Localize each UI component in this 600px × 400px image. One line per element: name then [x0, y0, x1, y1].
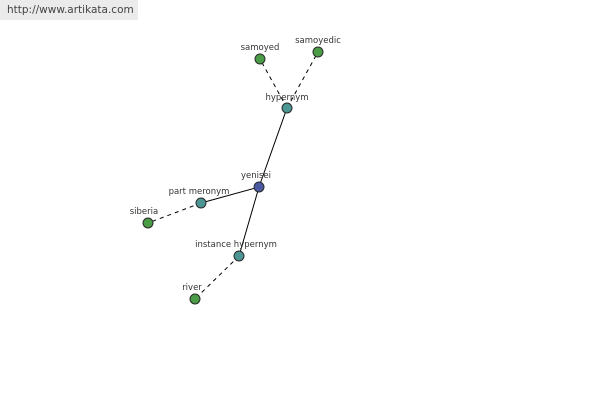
node-hypernym[interactable]	[281, 102, 293, 114]
watermark-bar: http://www.artikata.com	[0, 0, 138, 20]
node-label-river[interactable]: river	[182, 283, 202, 293]
node-instance-hypernym[interactable]	[233, 250, 245, 262]
edge-yenisei-hypernym	[258, 107, 288, 188]
edge-part-meronym-siberia	[147, 202, 202, 224]
edge-instance-hypernym-river	[194, 255, 240, 300]
node-river[interactable]	[189, 293, 201, 305]
edge-hypernym-samoyedic	[286, 51, 319, 109]
node-label-samoyed[interactable]: samoyed	[241, 43, 280, 53]
node-label-yenisei[interactable]: yenisei	[241, 171, 271, 181]
edge-yenisei-part-meronym	[200, 186, 260, 204]
node-yenisei[interactable]	[253, 181, 265, 193]
node-label-siberia[interactable]: siberia	[130, 207, 158, 217]
watermark-url[interactable]: http://www.artikata.com	[7, 4, 134, 16]
edge-hypernym-samoyed	[259, 58, 288, 109]
node-label-samoyedic[interactable]: samoyedic	[295, 36, 341, 46]
node-label-part-meronym[interactable]: part meronym	[169, 187, 230, 197]
node-samoyedic[interactable]	[312, 46, 324, 58]
node-part-meronym[interactable]	[195, 197, 207, 209]
node-siberia[interactable]	[142, 217, 154, 229]
node-label-hypernym[interactable]: hypernym	[265, 93, 308, 103]
edge-yenisei-instance-hypernym	[238, 186, 260, 257]
node-label-instance-hypernym[interactable]: instance hypernym	[195, 240, 277, 250]
node-samoyed[interactable]	[254, 53, 266, 65]
